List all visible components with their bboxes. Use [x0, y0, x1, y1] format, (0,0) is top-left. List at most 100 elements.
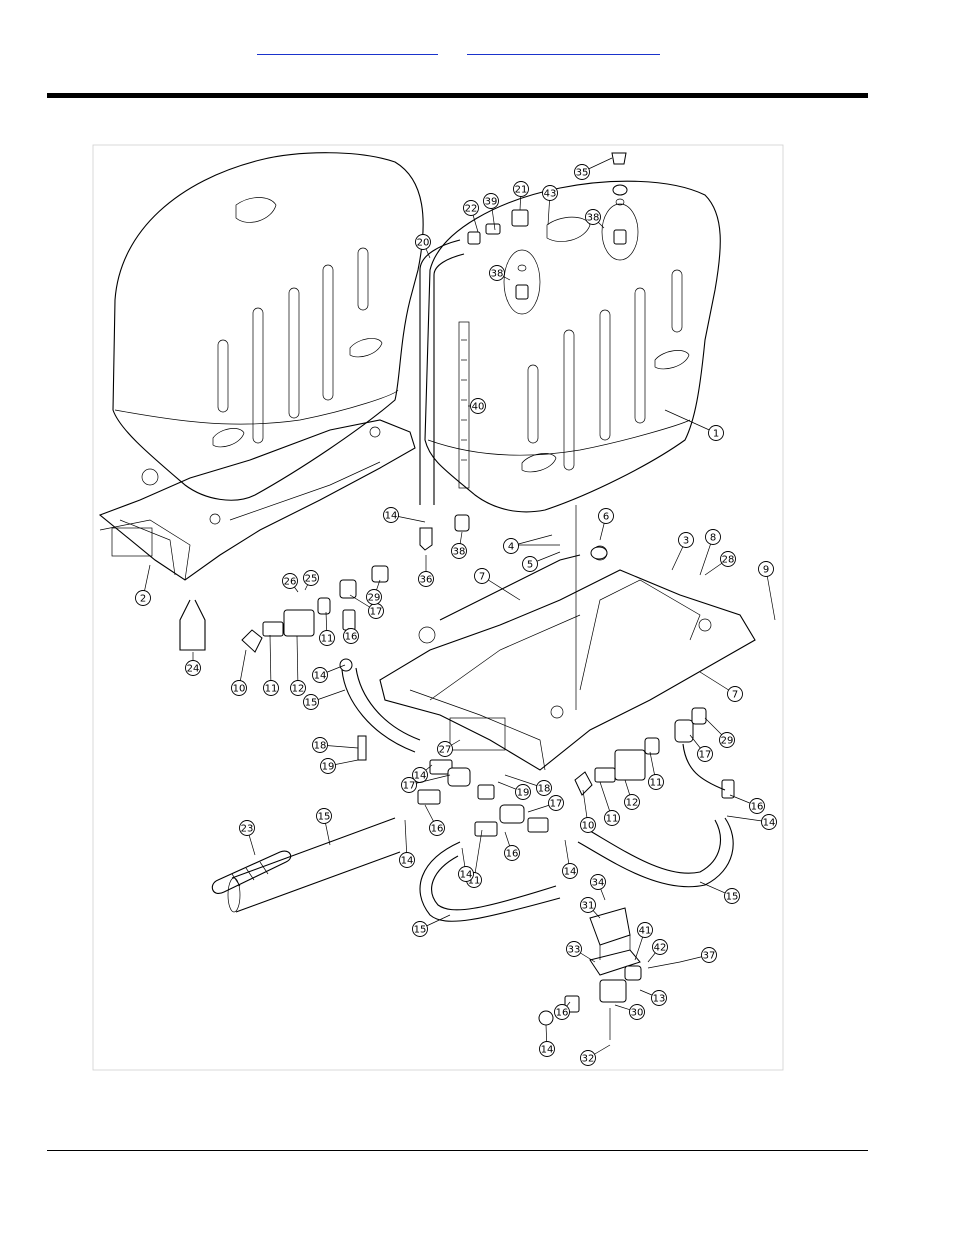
hoses	[227, 667, 734, 922]
callout-number: 11	[265, 684, 278, 695]
callout-6: 6	[598, 508, 614, 541]
callout-number: 16	[345, 632, 358, 643]
callout-42: 42	[647, 939, 668, 963]
callout-bubble	[637, 922, 653, 938]
callout-7: 7	[699, 671, 743, 702]
callout-36: 36	[418, 555, 434, 587]
callout-bubble	[437, 741, 453, 757]
right-frame	[379, 544, 756, 771]
callout-17: 17	[401, 774, 451, 793]
callout-bubble	[316, 808, 332, 824]
callout-number: 31	[582, 901, 595, 912]
callout-17: 17	[689, 734, 713, 762]
callout-number: 6	[603, 512, 609, 523]
callout-number: 19	[517, 788, 530, 799]
callout-number: 37	[703, 951, 716, 962]
callout-bubble	[503, 538, 519, 554]
callout-1: 1	[664, 409, 724, 441]
callout-bubble	[401, 777, 417, 793]
callout-37: 37	[679, 947, 717, 963]
callout-bubble	[239, 820, 255, 836]
callout-bubble	[761, 814, 777, 830]
callout-number: 9	[763, 565, 769, 576]
callout-15: 15	[303, 689, 346, 710]
callout-bubble	[312, 737, 328, 753]
hold-down-rod	[439, 554, 581, 621]
callout-bubble	[648, 774, 664, 790]
callout-number: 14	[763, 818, 776, 829]
callout-bubble	[515, 784, 531, 800]
callout-22: 22	[463, 200, 479, 233]
callout-41: 41	[634, 922, 653, 961]
callout-number: 30	[631, 1008, 644, 1019]
callout-number: 13	[653, 994, 666, 1005]
callout-bubble	[536, 780, 552, 796]
callout-14: 14	[562, 839, 578, 879]
callout-number: 14	[401, 856, 414, 867]
callout-number: 21	[515, 185, 528, 196]
callout-11: 11	[599, 781, 620, 826]
callout-12: 12	[624, 779, 640, 810]
callout-bubble	[320, 758, 336, 774]
drawing-frame	[92, 144, 784, 1071]
callout-32: 32	[580, 1044, 611, 1066]
callout-25: 25	[303, 570, 319, 591]
callout-number: 22	[465, 204, 478, 215]
callout-16: 16	[424, 804, 445, 836]
callout-number: 16	[431, 824, 444, 835]
callout-10: 10	[231, 649, 247, 696]
callout-number: 3	[683, 536, 689, 547]
callout-number: 17	[370, 607, 383, 618]
callout-8: 8	[699, 529, 721, 576]
callout-15: 15	[412, 914, 451, 937]
callout-bubble	[580, 1050, 596, 1066]
callout-11: 11	[648, 751, 664, 790]
callout-29: 29	[704, 717, 735, 748]
callout-bubble	[303, 694, 319, 710]
callout-number: 2	[140, 594, 146, 605]
callout-number: 40	[472, 402, 485, 413]
header-link-1[interactable]	[257, 40, 438, 55]
callout-number: 20	[417, 238, 430, 249]
callout-bubble	[697, 746, 713, 762]
callout-number: 36	[420, 575, 433, 586]
callout-number: 17	[403, 781, 416, 792]
callout-bubble	[504, 845, 520, 861]
callout-number: 14	[314, 671, 327, 682]
callout-number: 29	[368, 593, 381, 604]
callout-number: 10	[582, 821, 595, 832]
callout-number: 23	[241, 824, 254, 835]
detail-circle-38a	[503, 249, 541, 315]
callout-bubble	[451, 543, 467, 559]
callout-bubble	[366, 589, 382, 605]
callout-number: 42	[654, 943, 667, 954]
callout-bubble	[701, 947, 717, 963]
callout-number: 14	[385, 511, 398, 522]
callout-number: 25	[305, 574, 318, 585]
callout-14: 14	[383, 507, 426, 523]
callout-40: 40	[468, 398, 486, 414]
header-link-2[interactable]	[467, 40, 660, 55]
callout-3: 3	[671, 532, 694, 571]
callout-number: 11	[606, 814, 619, 825]
callout-number: 11	[650, 778, 663, 789]
callout-10: 10	[580, 789, 596, 833]
callout-bubble	[513, 181, 529, 197]
callout-39: 39	[483, 193, 499, 231]
callout-15: 15	[699, 881, 740, 904]
callout-28: 28	[704, 551, 736, 576]
callout-number: 26	[284, 577, 297, 588]
lower-valve-assembly	[538, 907, 681, 1040]
callout-27: 27	[437, 739, 461, 757]
callout-number: 12	[292, 684, 305, 695]
callout-23: 23	[239, 820, 256, 856]
callout-number: 18	[538, 784, 551, 795]
callout-number: 11	[468, 876, 481, 887]
level-gauge	[458, 321, 470, 489]
vent-pipe	[419, 239, 465, 505]
header-rule	[47, 93, 868, 98]
callout-number: 38	[453, 547, 466, 558]
callout-bubble	[542, 185, 558, 201]
left-pump-cluster	[241, 565, 389, 672]
callout-number: 27	[439, 745, 452, 756]
